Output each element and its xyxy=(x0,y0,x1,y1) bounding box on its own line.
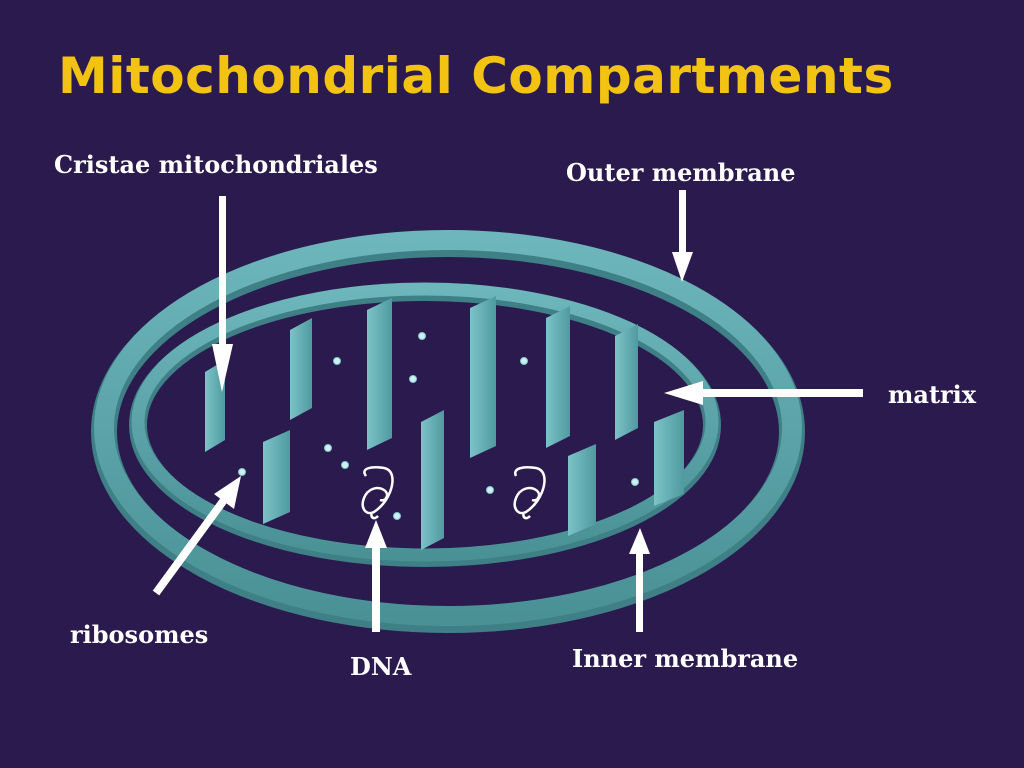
dna-loop xyxy=(513,466,546,520)
crista xyxy=(470,296,496,458)
label-matrix: matrix xyxy=(888,380,977,409)
dna-loop xyxy=(361,466,394,520)
arrow-matrix xyxy=(664,381,863,405)
ribosome xyxy=(486,486,494,494)
arrow-inner-membrane xyxy=(629,528,650,632)
crista xyxy=(205,360,225,452)
ribosomes xyxy=(238,332,639,520)
label-ribosomes: ribosomes xyxy=(70,620,209,649)
ribosome xyxy=(409,375,417,383)
dna-loops xyxy=(361,466,546,520)
arrow-dna xyxy=(365,520,387,632)
crista xyxy=(654,410,684,506)
arrow-ribosomes xyxy=(152,476,241,596)
ribosome xyxy=(333,357,341,365)
crista xyxy=(615,324,638,440)
arrow-cristae xyxy=(212,196,233,392)
crista xyxy=(290,318,312,420)
ribosome xyxy=(238,468,246,476)
cristae xyxy=(205,296,684,550)
crista xyxy=(421,410,444,550)
ribosome xyxy=(520,357,528,365)
label-cristae: Cristae mitochondriales xyxy=(54,150,378,179)
crista xyxy=(546,306,570,448)
ribosome xyxy=(324,444,332,452)
crista xyxy=(367,298,392,450)
label-inner-membrane: Inner membrane xyxy=(572,644,799,673)
ribosome xyxy=(631,478,639,486)
arrows xyxy=(152,190,863,632)
crista xyxy=(568,444,596,536)
arrow-outer-membrane xyxy=(672,190,693,282)
outer-membrane xyxy=(91,230,805,633)
ribosome xyxy=(341,461,349,469)
ribosome xyxy=(418,332,426,340)
ribosome xyxy=(393,512,401,520)
label-outer-membrane: Outer membrane xyxy=(566,158,796,187)
label-dna: DNA xyxy=(350,652,412,681)
inner-membrane xyxy=(129,282,721,567)
crista xyxy=(263,430,290,524)
page-title: Mitochondrial Compartments xyxy=(58,47,894,105)
